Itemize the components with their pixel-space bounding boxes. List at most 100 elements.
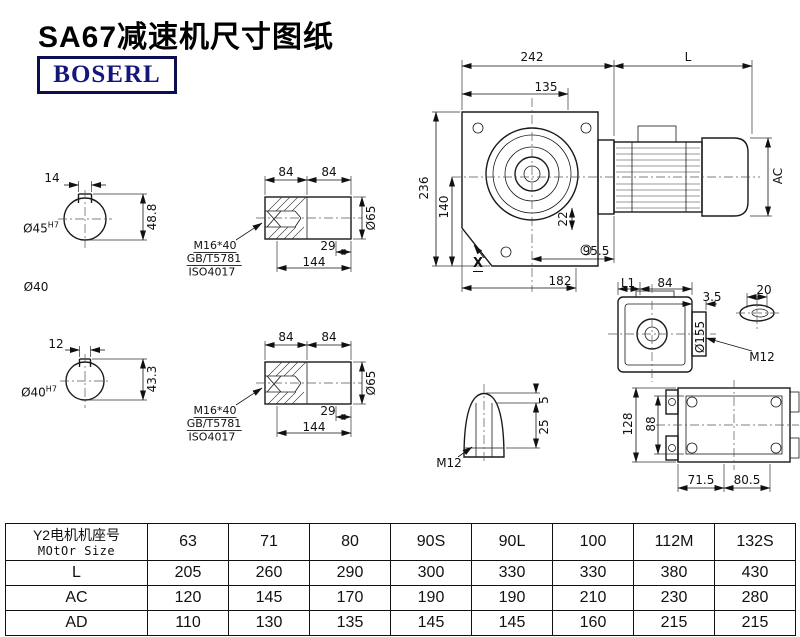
dim-l1: L1 bbox=[620, 276, 636, 290]
note-standard-2b: ISO4017 bbox=[188, 430, 236, 444]
table-cell: 130 bbox=[228, 610, 310, 636]
dim-20: 20 bbox=[756, 283, 772, 297]
table-cell: 280 bbox=[714, 585, 796, 611]
table-cell: 90S bbox=[390, 523, 472, 561]
table-cell: 190 bbox=[471, 585, 553, 611]
table-cell: 100 bbox=[552, 523, 634, 561]
dim-22: 22 bbox=[556, 211, 570, 227]
table-cell: 190 bbox=[390, 585, 472, 611]
dim-side-84: 84 bbox=[657, 276, 673, 290]
dim-motor-dia: AC bbox=[771, 167, 785, 185]
table-cell: 380 bbox=[633, 560, 715, 586]
shaft-end-detail-view bbox=[457, 383, 540, 464]
dim-total-height-2: 43.3 bbox=[145, 365, 159, 393]
dim-total-height-1: 48.8 bbox=[145, 203, 159, 231]
label-thread-m12-side: M12 bbox=[749, 350, 775, 364]
note-thread-2: M16*40 bbox=[193, 404, 237, 418]
bore-dia-value: Ø40 bbox=[21, 385, 46, 400]
dim-shaft-dia-2: Ø65 bbox=[364, 370, 378, 396]
table-cell: 145 bbox=[471, 610, 553, 636]
dim-128: 128 bbox=[621, 412, 635, 436]
dim-95-5: 95.5 bbox=[582, 244, 610, 258]
table-cell: 112M bbox=[633, 523, 715, 561]
dim-88: 88 bbox=[644, 416, 658, 432]
shaft-side-view-2 bbox=[235, 341, 366, 437]
row-label: L bbox=[5, 560, 148, 586]
dim-71-5: 71.5 bbox=[687, 473, 715, 487]
dim-shaft-dia-1: Ø65 bbox=[364, 205, 378, 231]
table-cell: 205 bbox=[147, 560, 229, 586]
motor-size-table: Y2电机机座号 MOtOr Size 63 71 80 90S 90L 100 … bbox=[5, 523, 796, 636]
table-cell: 170 bbox=[309, 585, 391, 611]
bore-tolerance: H7 bbox=[47, 220, 59, 230]
table-cell: 300 bbox=[390, 560, 472, 586]
row-label: AC bbox=[5, 585, 148, 611]
table-cell: 230 bbox=[633, 585, 715, 611]
table-cell: 135 bbox=[309, 610, 391, 636]
bore-dia-value: Ø45 bbox=[23, 221, 48, 236]
dim-keyway-width-1: 14 bbox=[44, 171, 60, 185]
table-row-L: L 205 260 290 300 330 330 380 430 bbox=[5, 560, 796, 586]
dim-seg-a-2: 84 bbox=[278, 330, 294, 344]
table-cell: 63 bbox=[147, 523, 229, 561]
note-standard-2a: GB/T5781 bbox=[186, 417, 242, 431]
dim-center-height: 140 bbox=[437, 195, 451, 219]
table-row-sizes: Y2电机机座号 MOtOr Size 63 71 80 90S 90L 100 … bbox=[5, 523, 796, 561]
table-cell: 145 bbox=[390, 610, 472, 636]
bore-section-view-1 bbox=[58, 181, 147, 248]
table-cell: 330 bbox=[552, 560, 634, 586]
dim-keyway-width-2: 12 bbox=[48, 337, 64, 351]
dim-5: 5 bbox=[537, 396, 551, 404]
table-cell: 71 bbox=[228, 523, 310, 561]
note-standard-1b: ISO4017 bbox=[188, 265, 236, 279]
table-cell: 90L bbox=[471, 523, 553, 561]
table-cell: 260 bbox=[228, 560, 310, 586]
dim-key-length-1: 29 bbox=[320, 239, 336, 253]
table-cell: 215 bbox=[714, 610, 796, 636]
bore-tolerance: H7 bbox=[45, 384, 57, 394]
dim-3-5: 3.5 bbox=[702, 290, 722, 304]
table-row-AD: AD 110 130 135 145 145 160 215 215 bbox=[5, 610, 796, 636]
dim-seg-b-1: 84 bbox=[321, 165, 337, 179]
bore-section-view-2 bbox=[60, 346, 147, 408]
bottom-flange-view bbox=[632, 380, 800, 492]
dim-flange-dia: Ø155 bbox=[693, 320, 707, 354]
motor-size-label-en: MOtOr Size bbox=[37, 544, 116, 558]
note-thread-1: M16*40 bbox=[193, 239, 237, 253]
table-cell: 330 bbox=[471, 560, 553, 586]
dim-135: 135 bbox=[534, 80, 558, 94]
page-title: SA67减速机尺寸图纸 bbox=[38, 21, 335, 54]
row-label: AD bbox=[5, 610, 148, 636]
dim-25: 25 bbox=[537, 419, 551, 435]
table-cell: 132S bbox=[714, 523, 796, 561]
table-cell: 120 bbox=[147, 585, 229, 611]
dim-total-length-2: 144 bbox=[302, 420, 326, 434]
table-cell: 290 bbox=[309, 560, 391, 586]
shaft-side-view-1 bbox=[235, 176, 366, 272]
dim-seg-a-1: 84 bbox=[278, 165, 294, 179]
dim-motor-length: L bbox=[684, 50, 692, 64]
dim-gearbox-width: 242 bbox=[520, 50, 544, 64]
table-header-motor-size: Y2电机机座号 MOtOr Size bbox=[5, 523, 148, 561]
dim-total-height: 236 bbox=[417, 176, 431, 200]
label-bore-dia-1: Ø45H7 bbox=[23, 221, 59, 236]
table-cell: 80 bbox=[309, 523, 391, 561]
table-cell: 110 bbox=[147, 610, 229, 636]
motor-size-label-cn: Y2电机机座号 bbox=[32, 527, 121, 543]
table-cell: 210 bbox=[552, 585, 634, 611]
gearbox-side-view bbox=[608, 282, 780, 382]
dim-seg-b-2: 84 bbox=[321, 330, 337, 344]
label-thread-m12-plug: M12 bbox=[436, 456, 462, 470]
dim-80-5: 80.5 bbox=[733, 473, 761, 487]
main-assembly-view bbox=[432, 60, 772, 292]
label-bore-dia-2: Ø40H7 bbox=[21, 385, 57, 400]
dim-base-length: 182 bbox=[548, 274, 572, 288]
brand-logo: BOSERL bbox=[37, 56, 177, 94]
dim-total-length-1: 144 bbox=[302, 255, 326, 269]
label-shaft-dia: Ø40 bbox=[23, 280, 49, 294]
table-row-AC: AC 120 145 170 190 190 210 230 280 bbox=[5, 585, 796, 611]
dim-key-length-2: 29 bbox=[320, 404, 336, 418]
table-cell: 215 bbox=[633, 610, 715, 636]
